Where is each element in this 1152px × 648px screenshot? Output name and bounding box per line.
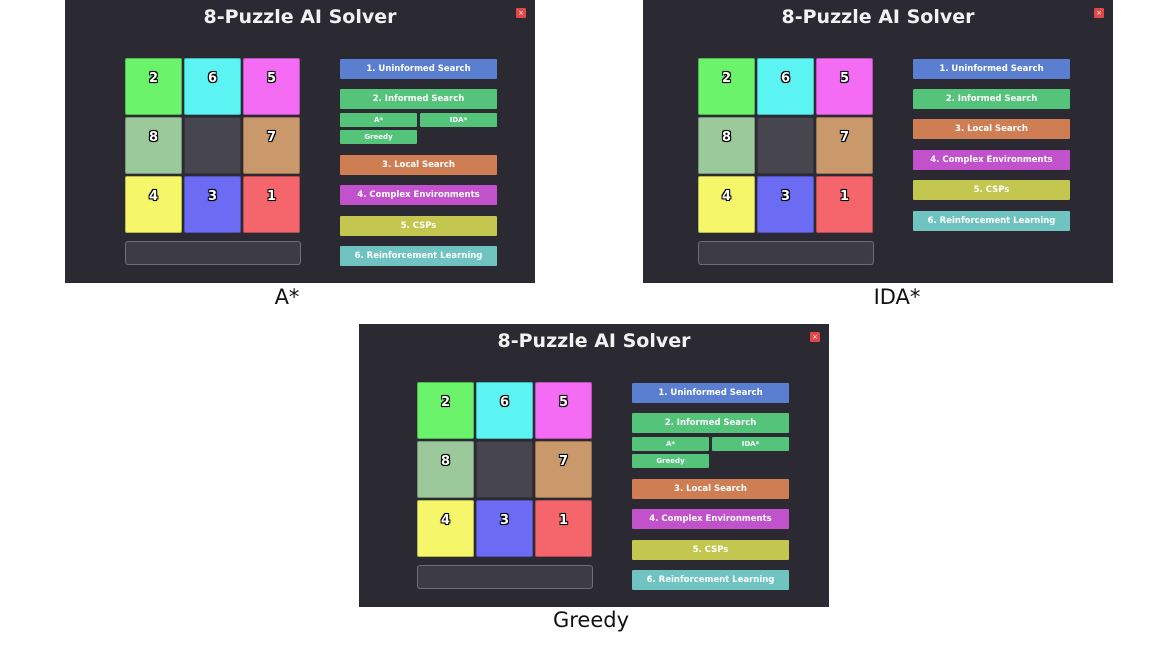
status-box <box>698 241 874 265</box>
close-icon[interactable]: × <box>516 8 526 18</box>
window-title: 8-Puzzle AI Solver <box>203 6 397 28</box>
puzzle-tile[interactable]: 8 <box>125 117 182 174</box>
puzzle-tile[interactable]: 3 <box>184 176 241 233</box>
puzzle-tile[interactable]: 4 <box>698 176 755 233</box>
close-icon[interactable]: × <box>1094 8 1104 18</box>
tile-number: 5 <box>558 395 569 410</box>
puzzle-board: 2 6 5 8 7 4 3 1 <box>417 382 593 558</box>
tile-number: 2 <box>721 71 732 86</box>
puzzle-tile[interactable]: 5 <box>535 382 592 439</box>
puzzle-tile[interactable]: 1 <box>816 176 873 233</box>
csps-button[interactable]: 5. CSPs <box>632 540 789 560</box>
solver-window-ida: 8-Puzzle AI Solver × 2 6 5 8 7 4 3 1 1. … <box>643 0 1113 283</box>
puzzle-board: 2 6 5 8 7 4 3 1 <box>698 58 874 234</box>
local-search-button[interactable]: 3. Local Search <box>632 479 789 499</box>
tile-number: 6 <box>207 71 218 86</box>
puzzle-tile[interactable]: 8 <box>417 441 474 498</box>
tile-number: 4 <box>721 189 732 204</box>
informed-search-button[interactable]: 2. Informed Search <box>632 413 789 433</box>
csps-button[interactable]: 5. CSPs <box>340 216 497 236</box>
reinforcement-learning-button[interactable]: 6. Reinforcement Learning <box>632 570 789 590</box>
tile-number: 5 <box>266 71 277 86</box>
tile-number: 4 <box>440 513 451 528</box>
informed-search-button[interactable]: 2. Informed Search <box>913 89 1070 109</box>
tile-number: 8 <box>440 454 451 469</box>
puzzle-blank-tile <box>757 117 814 174</box>
puzzle-tile[interactable]: 6 <box>757 58 814 115</box>
ida-star-button[interactable]: IDA* <box>420 113 497 127</box>
puzzle-tile[interactable]: 3 <box>476 500 533 557</box>
solver-window-astar: 8-Puzzle AI Solver × 2 6 5 8 7 4 3 1 1. … <box>65 0 535 283</box>
puzzle-blank-tile <box>184 117 241 174</box>
window-title: 8-Puzzle AI Solver <box>781 6 975 28</box>
caption-astar: A* <box>274 285 300 309</box>
greedy-button[interactable]: Greedy <box>340 130 417 144</box>
puzzle-tile[interactable]: 4 <box>417 500 474 557</box>
local-search-button[interactable]: 3. Local Search <box>340 155 497 175</box>
greedy-button[interactable]: Greedy <box>632 454 709 468</box>
tile-number: 7 <box>266 130 277 145</box>
solver-window-greedy: 8-Puzzle AI Solver × 2 6 5 8 7 4 3 1 1. … <box>359 324 829 607</box>
tile-number: 3 <box>207 189 218 204</box>
puzzle-tile[interactable]: 7 <box>816 117 873 174</box>
tile-number: 8 <box>721 130 732 145</box>
puzzle-tile[interactable]: 8 <box>698 117 755 174</box>
ida-star-button[interactable]: IDA* <box>712 437 789 451</box>
tile-number: 8 <box>148 130 159 145</box>
puzzle-tile[interactable]: 2 <box>698 58 755 115</box>
tile-number: 6 <box>780 71 791 86</box>
csps-button[interactable]: 5. CSPs <box>913 180 1070 200</box>
complex-environments-button[interactable]: 4. Complex Environments <box>913 150 1070 170</box>
puzzle-tile[interactable]: 6 <box>476 382 533 439</box>
puzzle-board: 2 6 5 8 7 4 3 1 <box>125 58 301 234</box>
puzzle-tile[interactable]: 1 <box>535 500 592 557</box>
puzzle-tile[interactable]: 6 <box>184 58 241 115</box>
uninformed-search-button[interactable]: 1. Uninformed Search <box>632 383 789 403</box>
puzzle-tile[interactable]: 5 <box>243 58 300 115</box>
status-box <box>417 565 593 589</box>
astar-button[interactable]: A* <box>632 437 709 451</box>
puzzle-tile[interactable]: 7 <box>243 117 300 174</box>
reinforcement-learning-button[interactable]: 6. Reinforcement Learning <box>913 211 1070 231</box>
informed-search-button[interactable]: 2. Informed Search <box>340 89 497 109</box>
tile-number: 7 <box>558 454 569 469</box>
astar-button[interactable]: A* <box>340 113 417 127</box>
puzzle-blank-tile <box>476 441 533 498</box>
caption-ida: IDA* <box>873 285 921 309</box>
tile-number: 1 <box>839 189 850 204</box>
tile-number: 2 <box>440 395 451 410</box>
tile-number: 1 <box>558 513 569 528</box>
uninformed-search-button[interactable]: 1. Uninformed Search <box>913 59 1070 79</box>
puzzle-tile[interactable]: 7 <box>535 441 592 498</box>
tile-number: 3 <box>780 189 791 204</box>
complex-environments-button[interactable]: 4. Complex Environments <box>632 509 789 529</box>
tile-number: 5 <box>839 71 850 86</box>
puzzle-tile[interactable]: 2 <box>417 382 474 439</box>
puzzle-tile[interactable]: 2 <box>125 58 182 115</box>
complex-environments-button[interactable]: 4. Complex Environments <box>340 185 497 205</box>
close-icon[interactable]: × <box>810 332 820 342</box>
reinforcement-learning-button[interactable]: 6. Reinforcement Learning <box>340 246 497 266</box>
tile-number: 1 <box>266 189 277 204</box>
tile-number: 7 <box>839 130 850 145</box>
tile-number: 2 <box>148 71 159 86</box>
puzzle-tile[interactable]: 5 <box>816 58 873 115</box>
caption-greedy: Greedy <box>552 608 630 632</box>
tile-number: 6 <box>499 395 510 410</box>
tile-number: 3 <box>499 513 510 528</box>
puzzle-tile[interactable]: 3 <box>757 176 814 233</box>
local-search-button[interactable]: 3. Local Search <box>913 119 1070 139</box>
uninformed-search-button[interactable]: 1. Uninformed Search <box>340 59 497 79</box>
status-box <box>125 241 301 265</box>
window-title: 8-Puzzle AI Solver <box>497 330 691 352</box>
puzzle-tile[interactable]: 4 <box>125 176 182 233</box>
puzzle-tile[interactable]: 1 <box>243 176 300 233</box>
tile-number: 4 <box>148 189 159 204</box>
